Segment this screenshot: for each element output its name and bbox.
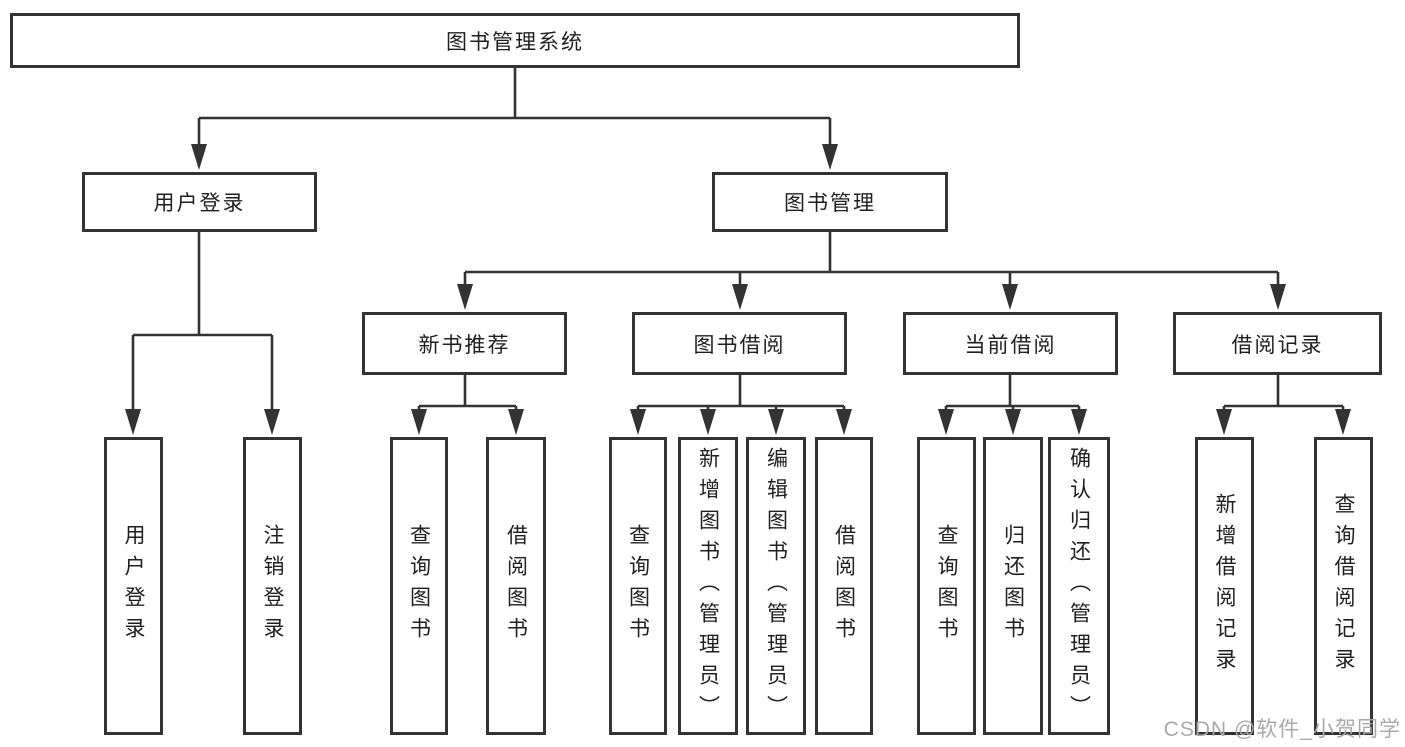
- leaf-label: 新增图书（管理员）: [696, 446, 720, 726]
- leaf-label: 查询图书: [626, 524, 650, 648]
- leaf-query-books-current: 查询图书: [917, 437, 976, 735]
- leaf-query-borrow-record: 查询借阅记录: [1314, 437, 1373, 735]
- node-borrow-records: 借阅记录: [1173, 312, 1382, 375]
- leaf-label: 确认归还（管理员）: [1067, 446, 1091, 726]
- leaf-label: 查询图书: [935, 524, 958, 648]
- leaf-user-login: 用户登录: [104, 437, 163, 735]
- node-current-borrow: 当前借阅: [903, 312, 1118, 375]
- leaf-label: 借阅图书: [832, 524, 856, 648]
- arrowheads: [125, 144, 1351, 435]
- leaf-label: 查询借阅记录: [1332, 493, 1355, 679]
- node-root: 图书管理系统: [10, 13, 1020, 68]
- leaf-return-books: 归还图书: [983, 437, 1043, 735]
- leaf-label: 查询图书: [407, 524, 431, 648]
- leaf-confirm-return-admin: 确认归还（管理员）: [1048, 437, 1110, 735]
- node-new-book-recommend: 新书推荐: [362, 312, 567, 375]
- csdn-watermark: CSDN @软件_小贺同学: [1163, 718, 1401, 741]
- node-book-borrow: 图书借阅: [632, 312, 847, 375]
- leaf-label: 编辑图书（管理员）: [764, 446, 788, 726]
- node-book-management: 图书管理: [712, 172, 948, 232]
- leaf-logout: 注销登录: [243, 437, 302, 735]
- node-user-login: 用户登录: [82, 172, 317, 232]
- leaf-label: 用户登录: [122, 524, 145, 648]
- leaf-borrow-books-recommend: 借阅图书: [486, 437, 546, 735]
- leaf-label: 新增借阅记录: [1213, 493, 1236, 679]
- leaf-add-book-admin: 新增图书（管理员）: [678, 437, 738, 735]
- leaf-label: 归还图书: [1001, 524, 1025, 648]
- leaf-label: 借阅图书: [504, 524, 528, 648]
- leaf-query-books-recommend: 查询图书: [390, 437, 448, 735]
- leaf-edit-book-admin: 编辑图书（管理员）: [746, 437, 806, 735]
- leaf-query-books-borrow: 查询图书: [609, 437, 667, 735]
- leaf-borrow-books: 借阅图书: [815, 437, 873, 735]
- leaf-label: 注销登录: [261, 524, 284, 648]
- leaf-add-borrow-record: 新增借阅记录: [1195, 437, 1254, 735]
